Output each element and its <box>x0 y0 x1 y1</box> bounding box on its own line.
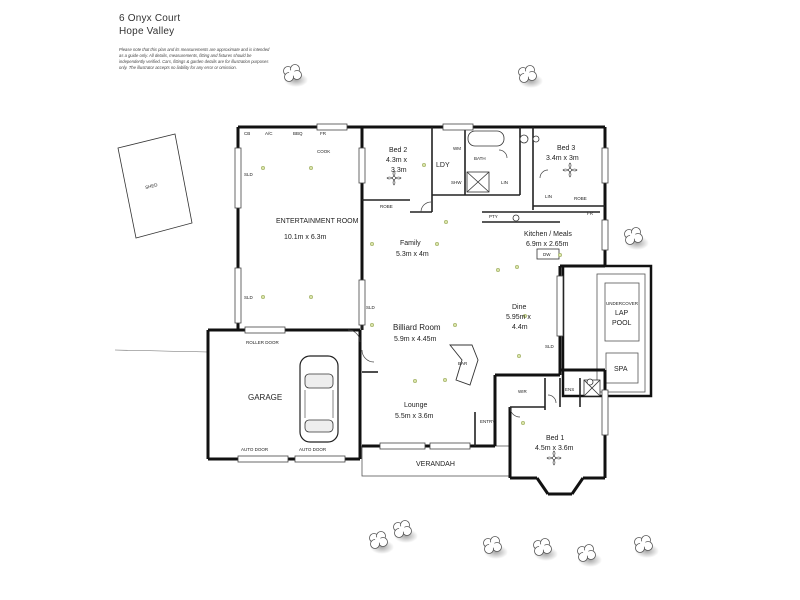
spa-label: SPA <box>614 366 628 373</box>
billiard-room-size: 5.9m x 4.45m <box>394 336 437 343</box>
auto-door-label-1: AUTO DOOR <box>241 447 269 452</box>
shw-label: SHW <box>451 180 462 185</box>
garage-name: GARAGE <box>248 393 282 402</box>
dishwasher-label: DW <box>543 252 551 257</box>
car-icon <box>299 355 339 443</box>
address-street: 6 Onyx Court <box>119 13 181 24</box>
cb-label: CB <box>244 131 250 136</box>
kitchen-size: 6.9m x 2.65m <box>526 241 569 248</box>
fan-icon <box>546 450 562 466</box>
sld-label-4: SLD <box>545 344 555 349</box>
pool-area: UNDERCOVER LAP POOL SPA <box>561 264 653 398</box>
bed2-size-b: 3.3m <box>391 167 407 174</box>
entry-label: ENTRY <box>480 419 495 424</box>
bed2-name: Bed 2 <box>389 147 407 154</box>
shrub-icon <box>483 536 509 560</box>
auto-door-label-2: AUTO DOOR <box>299 447 327 452</box>
pool-lap-label: LAP <box>615 310 629 317</box>
billiard-room-name: Billiard Room <box>393 323 441 332</box>
bed3-size: 3.4m x 3m <box>546 155 579 162</box>
bed1-size: 4.5m x 3.6m <box>535 445 574 452</box>
cook-label: COOK <box>317 149 330 154</box>
family-name: Family <box>400 240 421 247</box>
wir-label: WIR <box>518 389 527 394</box>
shed: SHED <box>117 133 193 239</box>
bath-label: BATH <box>474 156 486 161</box>
wm-label: WM <box>453 146 461 151</box>
shrub-icon <box>533 538 559 562</box>
pool-undercover-label: UNDERCOVER <box>606 301 639 306</box>
entertainment-room-size: 10.1m x 6.3m <box>284 234 327 241</box>
kitchen-name: Kitchen / Meals <box>524 231 572 238</box>
bathroom-fixtures <box>466 130 601 397</box>
shrub-icon <box>634 535 660 559</box>
dine-size-a: 5.95m x <box>506 314 531 321</box>
shrub-icon <box>518 65 544 89</box>
fridge-label: FR <box>587 211 594 216</box>
bed1-name: Bed 1 <box>546 435 564 442</box>
entertainment-fridge-label: FR <box>320 131 327 136</box>
boundary-line <box>114 349 209 353</box>
bed3-name: Bed 3 <box>557 145 575 152</box>
bar-counter: BAR <box>449 344 479 386</box>
sld-label-1: SLD <box>244 172 254 177</box>
lounge-name: Lounge <box>404 402 427 409</box>
dine-size-b: 4.4m <box>512 324 528 331</box>
shrub-icon <box>577 544 603 568</box>
sld-label-3: SLD <box>366 305 376 310</box>
disclaimer-text: Please note that this plan and its measu… <box>119 47 270 70</box>
interior-walls <box>361 127 605 446</box>
shed-label: SHED <box>145 182 159 190</box>
windows <box>234 123 609 463</box>
robe-label-bed3: ROBE <box>574 196 587 201</box>
linen-label-2: LIN <box>545 194 552 199</box>
verandah-label: VERANDAH <box>416 461 455 468</box>
door-swings <box>347 149 557 418</box>
room-labels: ENTERTAINMENT ROOM 10.1m x 6.3m Bed 2 4.… <box>241 131 594 452</box>
entertainment-room-name: ENTERTAINMENT ROOM <box>276 218 359 225</box>
shrub-icon <box>393 520 419 544</box>
roller-door-label: ROLLER DOOR <box>246 340 280 345</box>
verandah: VERANDAH <box>361 445 511 477</box>
bar-label: BAR <box>458 361 468 366</box>
fan-icon <box>562 162 578 178</box>
ens-label: ENS <box>565 387 574 392</box>
shrub-icon <box>283 64 309 88</box>
sld-label-2: SLD <box>244 295 254 300</box>
lounge-size: 5.5m x 3.6m <box>395 413 434 420</box>
family-size: 5.3m x 4m <box>396 251 429 258</box>
bbq-label: BBQ <box>293 131 303 136</box>
robe-label-bed2: ROBE <box>380 204 393 209</box>
laundry-label: LDY <box>436 162 450 169</box>
shrub-icon <box>624 227 650 251</box>
address-suburb: Hope Valley <box>119 26 175 37</box>
bed2-size-a: 4.3m x <box>386 157 408 164</box>
linen-label-1: LIN <box>501 180 508 185</box>
pool-label: POOL <box>612 320 632 327</box>
pantry-label: PTY <box>489 214 498 219</box>
address-block: 6 Onyx Court Hope Valley <box>119 12 180 38</box>
ac-label: A/C <box>265 131 273 136</box>
shrub-icon <box>369 531 395 555</box>
dine-name: Dine <box>512 304 527 311</box>
